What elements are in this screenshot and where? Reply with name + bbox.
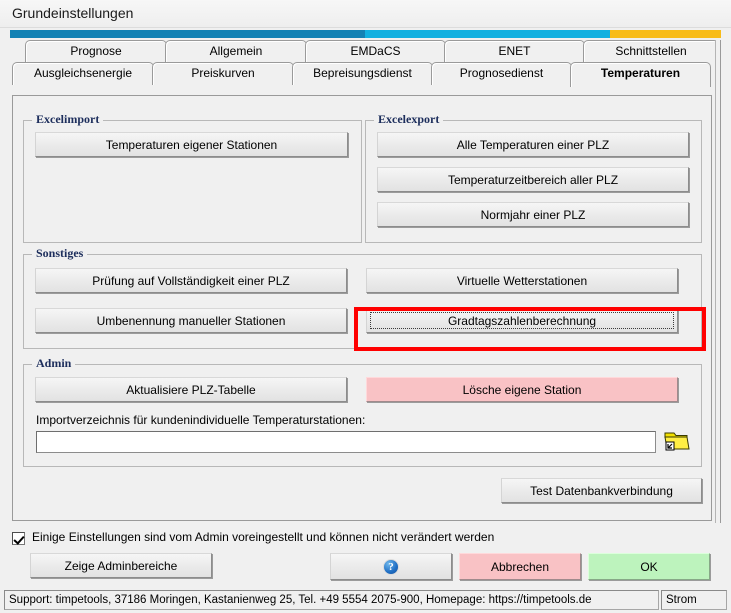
- tab-strip: Prognose Allgemein EMDaCS ENET Schnittst…: [12, 40, 719, 96]
- tab-temperaturen[interactable]: Temperaturen: [570, 62, 711, 87]
- group-excelexport: Excelexport Alle Temperaturen einer PLZ …: [365, 112, 702, 243]
- tab-schnittstellen[interactable]: Schnittstellen: [583, 40, 719, 63]
- accent-segment-blue: [10, 30, 365, 38]
- tab-enet[interactable]: ENET: [444, 40, 585, 63]
- group-excelexport-legend: Excelexport: [374, 112, 444, 127]
- group-admin-legend: Admin: [32, 356, 76, 371]
- button-abbrechen[interactable]: Abbrechen: [459, 553, 581, 580]
- button-temperaturzeitbereich-aller-plz[interactable]: Temperaturzeitbereich aller PLZ: [377, 167, 689, 192]
- button-temperaturen-eigener-stationen[interactable]: Temperaturen eigener Stationen: [35, 132, 348, 157]
- window-title: Grundeinstellungen: [12, 5, 134, 21]
- group-sonstiges: Sonstiges Prüfung auf Vollständigkeit ei…: [23, 246, 702, 349]
- tab-prognosedienst[interactable]: Prognosedienst: [431, 62, 572, 85]
- admin-preset-checkbox-label: Einige Einstellungen sind vom Admin vore…: [32, 530, 495, 544]
- tab-row-upper: Prognose Allgemein EMDaCS ENET Schnittst…: [12, 40, 719, 63]
- status-support-text: Support: timpetools, 37186 Moringen, Kas…: [4, 590, 659, 610]
- accent-segment-cyan: [365, 30, 610, 38]
- button-normjahr-einer-plz[interactable]: Normjahr einer PLZ: [377, 202, 689, 227]
- question-mark-icon: ?: [383, 558, 399, 575]
- import-path-label: Importverzeichnis für kundenindividuelle…: [36, 413, 366, 427]
- button-alle-temperaturen-einer-plz[interactable]: Alle Temperaturen einer PLZ: [377, 132, 689, 157]
- panel-right-edge: [715, 40, 721, 523]
- folder-open-icon[interactable]: [664, 429, 690, 453]
- tab-ausgleichsenergie[interactable]: Ausgleichsenergie: [12, 62, 154, 85]
- admin-preset-checkbox[interactable]: [12, 532, 25, 545]
- tab-row-lower: Ausgleichsenergie Preiskurven Bepreisung…: [12, 62, 719, 87]
- tab-preiskurven[interactable]: Preiskurven: [152, 62, 294, 85]
- status-mode-text: Strom: [661, 590, 727, 610]
- accent-segment-orange: [610, 30, 721, 38]
- import-path-input[interactable]: [36, 431, 656, 453]
- button-test-datenbankverbindung[interactable]: Test Datenbankverbindung: [501, 478, 702, 503]
- window-titlebar: Grundeinstellungen: [0, 0, 731, 28]
- group-sonstiges-legend: Sonstiges: [32, 246, 88, 261]
- status-bar: Support: timpetools, 37186 Moringen, Kas…: [4, 590, 727, 610]
- button-virtuelle-wetterstationen[interactable]: Virtuelle Wetterstationen: [366, 268, 678, 293]
- button-ok[interactable]: OK: [588, 553, 710, 580]
- group-excelimport: Excelimport Temperaturen eigener Station…: [23, 112, 362, 243]
- tab-bepreisungsdienst[interactable]: Bepreisungsdienst: [292, 62, 433, 85]
- group-excelimport-legend: Excelimport: [32, 112, 104, 127]
- button-zeige-adminbereiche[interactable]: Zeige Adminbereiche: [30, 553, 212, 578]
- button-gradtagszahlenberechnung[interactable]: Gradtagszahlenberechnung: [366, 308, 678, 333]
- group-admin: Admin Aktualisiere PLZ-Tabelle Lösche ei…: [23, 356, 702, 467]
- accent-color-strip: [10, 30, 721, 38]
- button-aktualisiere-plz-tabelle[interactable]: Aktualisiere PLZ-Tabelle: [35, 377, 347, 402]
- temperaturen-tab-panel: Excelimport Temperaturen eigener Station…: [12, 95, 712, 521]
- tab-allgemein[interactable]: Allgemein: [165, 40, 307, 63]
- button-loesche-eigene-station[interactable]: Lösche eigene Station: [366, 377, 678, 402]
- tab-prognose[interactable]: Prognose: [25, 40, 167, 63]
- tab-emdacs[interactable]: EMDaCS: [305, 40, 446, 63]
- button-help[interactable]: ?: [330, 553, 452, 580]
- button-umbenennung-manueller-stationen[interactable]: Umbenennung manueller Stationen: [35, 308, 347, 333]
- button-pruefung-auf-vollstaendigkeit-einer-plz[interactable]: Prüfung auf Vollständigkeit einer PLZ: [35, 268, 347, 293]
